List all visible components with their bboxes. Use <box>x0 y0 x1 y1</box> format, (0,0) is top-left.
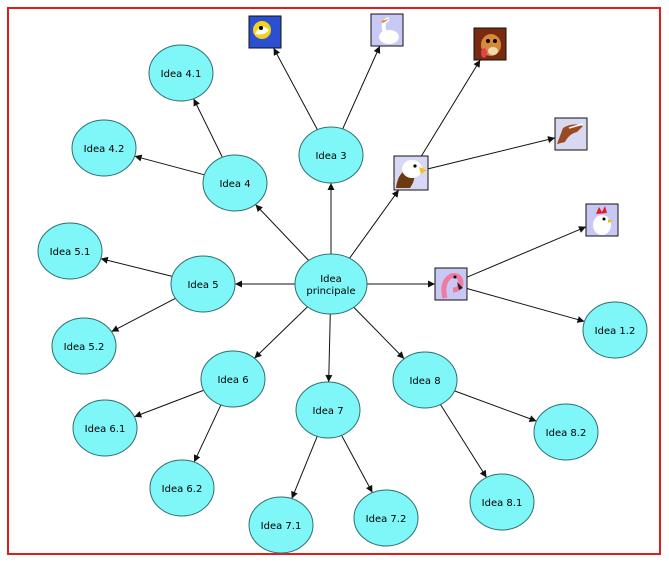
node-label: Idea <box>320 274 342 285</box>
node-shape <box>149 459 215 517</box>
node-shape <box>469 473 535 531</box>
edge-idea7-to-idea72 <box>341 435 373 493</box>
node-label: Idea 8 <box>409 376 440 387</box>
node-shape <box>353 489 419 547</box>
swan-icon[interactable] <box>370 13 404 47</box>
node-label: Idea 7.1 <box>261 521 302 532</box>
node-idea71[interactable]: Idea 7.1 <box>248 496 314 554</box>
node-shape <box>582 301 648 359</box>
flamingo-icon[interactable] <box>434 267 468 301</box>
edge-idea4-to-idea42 <box>134 154 205 176</box>
node-shape <box>170 255 236 313</box>
node-shape <box>202 154 268 212</box>
node-idea52[interactable]: Idea 5.2 <box>51 317 117 375</box>
node-idea12[interactable]: Idea 1.2 <box>582 301 648 359</box>
edge-idea5-to-idea51 <box>100 256 173 277</box>
edge-img_flamingo-to-img_rooster <box>466 226 587 278</box>
node-shape <box>392 351 458 409</box>
diagram-frame <box>7 7 661 555</box>
node-idea51[interactable]: Idea 5.1 <box>37 222 103 280</box>
node-idea8[interactable]: Idea 8 <box>392 351 458 409</box>
edges <box>100 45 587 499</box>
node-label: Idea 5 <box>187 280 218 291</box>
node-idea4[interactable]: Idea 4 <box>202 154 268 212</box>
node-idea41[interactable]: Idea 4.1 <box>148 44 214 102</box>
edge-idea4-to-idea41 <box>193 98 223 158</box>
node-idea82[interactable]: Idea 8.2 <box>533 403 599 461</box>
node-idea5[interactable]: Idea 5 <box>170 255 236 313</box>
node-label: Idea 4.1 <box>161 69 202 80</box>
edge-img_eagle-to-img_crocodile <box>427 136 556 170</box>
node-idea72[interactable]: Idea 7.2 <box>353 489 419 547</box>
eagle-icon[interactable] <box>393 155 429 191</box>
node-shape <box>51 317 117 375</box>
node-idea6[interactable]: Idea 6 <box>200 350 266 408</box>
node-label: Idea 4.2 <box>84 144 125 155</box>
node-idea62[interactable]: Idea 6.2 <box>149 459 215 517</box>
node-shape <box>200 350 266 408</box>
node-idea81[interactable]: Idea 8.1 <box>469 473 535 531</box>
node-shape <box>72 399 138 457</box>
node-label: Idea 6 <box>217 375 248 386</box>
rooster-icon[interactable] <box>585 203 619 237</box>
node-shape <box>148 44 214 102</box>
edge-idea8-to-idea82 <box>454 390 537 422</box>
edge-idea8-to-idea81 <box>440 404 487 478</box>
node-label: Idea 5.2 <box>64 342 105 353</box>
edge-center-to-idea8 <box>353 306 405 360</box>
node-shape <box>295 381 361 439</box>
edge-center-to-idea4 <box>255 204 310 261</box>
node-shape <box>37 222 103 280</box>
edge-idea6-to-idea62 <box>193 404 222 463</box>
edge-idea3-to-img_parrot <box>273 47 318 130</box>
crocodile-icon[interactable] <box>554 117 588 151</box>
edge-idea6-to-idea61 <box>134 389 204 418</box>
node-shape <box>248 496 314 554</box>
node-shape <box>71 119 137 177</box>
node-label: Idea 7.2 <box>366 514 407 525</box>
node-label: Idea 5.1 <box>50 247 91 258</box>
edge-idea3-to-img_swan <box>342 45 381 130</box>
node-idea42[interactable]: Idea 4.2 <box>71 119 137 177</box>
edge-img_flamingo-to-idea12 <box>466 288 585 323</box>
parrot-icon[interactable] <box>248 15 282 49</box>
node-shape <box>298 126 364 184</box>
edge-idea7-to-idea71 <box>291 436 318 499</box>
node-label: Idea 6.1 <box>85 424 126 435</box>
edge-idea5-to-idea52 <box>111 297 176 333</box>
node-idea61[interactable]: Idea 6.1 <box>72 399 138 457</box>
node-label: Idea 7 <box>312 406 343 417</box>
node-idea7[interactable]: Idea 7 <box>295 381 361 439</box>
node-shape <box>294 253 368 315</box>
dog-icon[interactable] <box>473 27 507 61</box>
node-shape <box>533 403 599 461</box>
node-label: Idea 4 <box>219 179 250 190</box>
node-label: principale <box>306 286 355 297</box>
node-idea3[interactable]: Idea 3 <box>298 126 364 184</box>
node-label: Idea 1.2 <box>595 326 636 337</box>
node-label: Idea 8.2 <box>546 428 587 439</box>
node-label: Idea 8.1 <box>482 498 523 509</box>
edge-center-to-img_eagle <box>349 189 400 259</box>
edge-center-to-idea7 <box>325 313 333 383</box>
edge-center-to-idea6 <box>254 306 308 359</box>
edge-img_eagle-to-img_dog <box>420 59 481 157</box>
node-label: Idea 6.2 <box>162 484 203 495</box>
node-label: Idea 3 <box>315 151 346 162</box>
